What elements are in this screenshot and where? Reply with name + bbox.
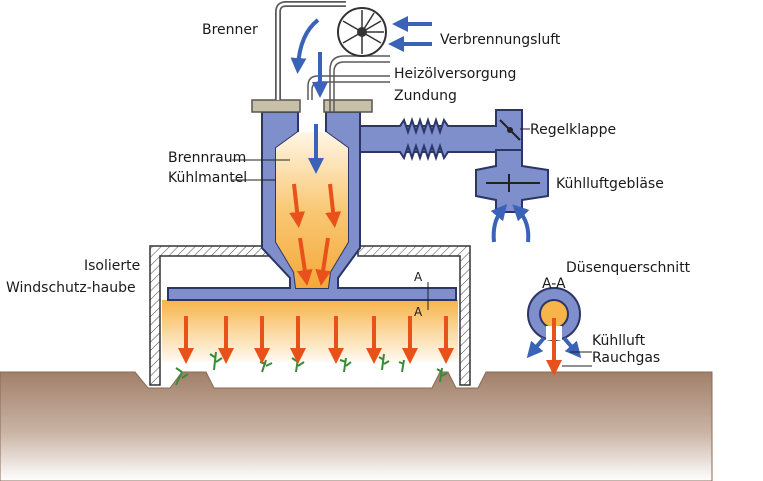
- oil-supply-pipe-2: [329, 55, 390, 112]
- burner-pipe: [275, 1, 346, 100]
- cooling-blower: [475, 149, 549, 213]
- label-verbrennungsluft: Verbrennungsluft: [440, 32, 561, 48]
- ignition-pipe-2: [307, 75, 390, 100]
- label-isolierte: Isolierte: [84, 258, 140, 274]
- label-duesenquerschnitt: Düsenquerschnitt: [566, 260, 691, 276]
- blower-intake-arrows: [490, 203, 531, 243]
- burner-pipe-inner: [276, 2, 346, 100]
- cut-a-bottom: A: [414, 305, 423, 319]
- label-rauchgas: Rauchgas: [592, 350, 660, 366]
- oil-supply-pipe: [333, 61, 390, 112]
- flue-gas-arrows: [178, 316, 454, 364]
- label-brenner: Brenner: [202, 22, 258, 38]
- label-kuehlmantel: Kühlmantel: [168, 170, 247, 186]
- combustion-air-arrows: [290, 16, 432, 174]
- label-section-aa: A-A: [542, 276, 566, 292]
- leader-lines: [232, 128, 592, 367]
- flame-arrows: [289, 183, 342, 286]
- cut-a-top: A: [414, 270, 423, 284]
- label-kuehlluftgeblaese: Kühlluftgebläse: [556, 176, 664, 192]
- combustion-chamber: [276, 132, 348, 288]
- ignition-pipe: [311, 81, 390, 100]
- nozzle-cross-section: [526, 287, 582, 376]
- flange-right: [323, 99, 373, 113]
- label-brennraum: Brennraum: [168, 150, 246, 166]
- ground-soil: [0, 371, 713, 481]
- label-regelklappe: Regelklappe: [530, 122, 616, 138]
- label-windschutz: Windschutz-haube: [6, 280, 136, 296]
- windshield-hood-right: [357, 245, 471, 386]
- label-kuehlluft: Kühlluft: [592, 333, 646, 349]
- label-zundung: Zundung: [394, 88, 457, 104]
- flange-left: [251, 99, 301, 113]
- label-heizoel: Heizölversorgung: [394, 66, 516, 82]
